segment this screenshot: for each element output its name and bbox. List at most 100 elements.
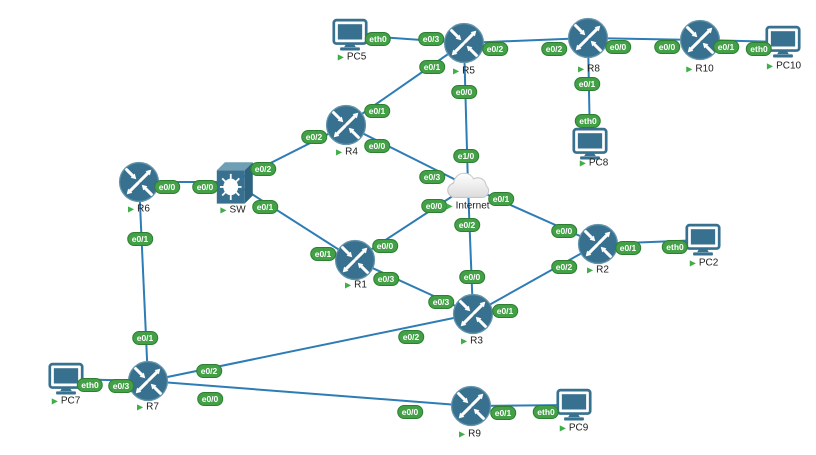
node-label-PC8[interactable]: ▶PC8	[580, 158, 609, 169]
interface-label-R5-R5-R8[interactable]: e0/2	[482, 42, 508, 56]
node-label-R4[interactable]: ▶R4	[336, 147, 358, 158]
interface-label-R3-R1-R3[interactable]: e0/3	[428, 295, 454, 309]
link-R6-R7[interactable]	[138, 181, 149, 382]
node-label-Internet[interactable]: ▶Internet	[446, 201, 489, 212]
node-label-R10[interactable]: ▶R10	[686, 64, 714, 75]
node-PC5[interactable]	[332, 18, 368, 52]
node-SW[interactable]	[213, 160, 253, 205]
interface-label-R3-R7-R3[interactable]: e0/2	[398, 330, 424, 344]
router-icon	[443, 22, 485, 64]
interface-label-PC8-R8-PC8[interactable]: eth0	[574, 114, 602, 128]
node-label-R1[interactable]: ▶R1	[345, 280, 367, 291]
interface-label-R2-Internet-R2[interactable]: e0/0	[551, 224, 577, 238]
interface-label-R7-R7-R9[interactable]: e0/0	[197, 392, 223, 406]
node-Internet[interactable]	[446, 168, 490, 204]
link-R4-Internet[interactable]	[345, 124, 469, 187]
node-R8[interactable]	[567, 17, 609, 59]
interface-label-R3-Internet-R3[interactable]: e0/0	[459, 270, 485, 284]
interface-label-R1-R1-R3[interactable]: e0/3	[373, 272, 399, 286]
node-label-SW[interactable]: ▶SW	[220, 205, 245, 216]
interface-label-R9-R7-R9[interactable]: e0/0	[397, 405, 423, 419]
cloud-icon	[447, 172, 490, 198]
node-R7[interactable]	[127, 360, 169, 402]
interface-label-PC7-R7-PC7[interactable]: eth0	[76, 378, 104, 392]
interface-label-Internet-Internet-R3[interactable]: e0/2	[454, 218, 480, 232]
link-SW-R1[interactable]	[232, 181, 356, 261]
status-running-icon: ▶	[578, 64, 585, 73]
interface-label-R2-R2-PC2[interactable]: e0/1	[615, 241, 641, 255]
link-R3-R2[interactable]	[472, 243, 599, 315]
node-R6[interactable]	[118, 161, 160, 203]
node-PC2[interactable]	[685, 223, 721, 257]
status-running-icon: ▶	[446, 201, 453, 210]
node-label-PC10[interactable]: ▶PC10	[767, 61, 801, 72]
interface-label-R10-R8-R10[interactable]: e0/0	[654, 40, 680, 54]
interface-label-SW-SW-R4[interactable]: e0/2	[250, 162, 276, 176]
link-R7-R9[interactable]	[147, 380, 472, 407]
router-icon	[325, 104, 367, 146]
interface-label-Internet-Internet-R2[interactable]: e0/1	[488, 192, 514, 206]
interface-label-R8-R5-R8[interactable]: e0/2	[541, 42, 567, 56]
interface-label-SW-R6-SW[interactable]: e0/0	[192, 180, 218, 194]
interface-label-PC10-R10-PC10[interactable]: eth0	[745, 42, 773, 56]
node-label-R7[interactable]: ▶R7	[137, 402, 159, 413]
node-label-R5[interactable]: ▶R5	[453, 66, 475, 77]
interface-label-R4-SW-R4[interactable]: e0/2	[301, 130, 327, 144]
node-R9[interactable]	[450, 385, 492, 427]
interface-label-R1-R1-Internet[interactable]: e0/0	[372, 239, 398, 253]
interface-label-R6-R6-SW[interactable]: e0/0	[154, 180, 180, 194]
pc-icon	[48, 362, 84, 395]
interface-label-R6-R6-R7[interactable]: e0/1	[127, 232, 153, 246]
node-name-text: R1	[354, 279, 367, 291]
interface-label-SW-SW-R1[interactable]: e0/1	[252, 200, 278, 214]
node-label-R9[interactable]: ▶R9	[459, 429, 481, 440]
node-PC10[interactable]	[765, 25, 801, 59]
node-label-PC9[interactable]: ▶PC9	[560, 423, 589, 434]
interface-label-R5-R5-Internet[interactable]: e0/0	[451, 85, 477, 99]
interface-label-R7-R7-R3[interactable]: e0/2	[196, 364, 222, 378]
node-R10[interactable]	[679, 19, 721, 61]
interface-label-PC9-R9-PC9[interactable]: eth0	[532, 405, 560, 419]
node-R2[interactable]	[577, 223, 619, 265]
node-name-text: R4	[345, 146, 358, 158]
interface-label-R5-R4-R5[interactable]: e0/1	[419, 60, 445, 74]
router-icon	[679, 19, 721, 61]
pc-icon	[765, 25, 801, 58]
link-R5-Internet[interactable]	[463, 42, 469, 187]
interface-label-R9-R9-PC9[interactable]: e0/1	[490, 406, 516, 420]
interface-label-Internet-R5-Internet[interactable]: e1/0	[453, 149, 479, 163]
node-label-PC7[interactable]: ▶PC7	[52, 396, 81, 407]
interface-label-PC5-PC5-R5[interactable]: eth0	[364, 32, 392, 46]
interface-label-R8-R8-R10[interactable]: e0/0	[605, 40, 631, 54]
node-PC8[interactable]	[572, 127, 608, 161]
node-label-PC5[interactable]: ▶PC5	[338, 52, 367, 63]
interface-label-R4-R4-Internet[interactable]: e0/0	[364, 139, 390, 153]
node-R3[interactable]	[452, 293, 494, 335]
interface-label-R2-R3-R2[interactable]: e0/2	[551, 260, 577, 274]
interface-label-R8-R8-PC8[interactable]: e0/1	[574, 77, 600, 91]
node-label-PC2[interactable]: ▶PC2	[690, 258, 719, 269]
interface-label-PC2-R2-PC2[interactable]: eth0	[661, 240, 689, 254]
node-name-text: PC9	[568, 422, 589, 434]
interface-label-R4-R4-R5[interactable]: e0/1	[364, 104, 390, 118]
node-R5[interactable]	[443, 22, 485, 64]
interface-label-R7-R7-PC7[interactable]: e0/3	[108, 379, 134, 393]
interface-label-Internet-R1-Internet[interactable]: e0/0	[421, 199, 447, 213]
interface-label-R1-SW-R1[interactable]: e0/1	[310, 247, 336, 261]
interface-label-Internet-R4-Internet[interactable]: e0/3	[419, 170, 445, 184]
node-label-R3[interactable]: ▶R3	[461, 336, 483, 347]
interface-label-R10-R10-PC10[interactable]: e0/1	[713, 40, 739, 54]
node-PC9[interactable]	[556, 388, 592, 422]
node-name-text: PC8	[588, 157, 609, 169]
link-Internet-R3[interactable]	[467, 185, 474, 315]
pc-icon	[685, 223, 721, 256]
node-label-R8[interactable]: ▶R8	[578, 64, 600, 75]
interface-label-R5-PC5-R5[interactable]: e0/3	[418, 32, 444, 46]
node-R1[interactable]	[334, 239, 376, 281]
node-R4[interactable]	[325, 104, 367, 146]
interface-label-R3-R3-R2[interactable]: e0/1	[492, 304, 518, 318]
node-PC7[interactable]	[48, 362, 84, 396]
node-label-R6[interactable]: ▶R6	[128, 204, 150, 215]
interface-label-R7-R6-R7[interactable]: e0/1	[132, 331, 158, 345]
node-label-R2[interactable]: ▶R2	[587, 265, 609, 276]
